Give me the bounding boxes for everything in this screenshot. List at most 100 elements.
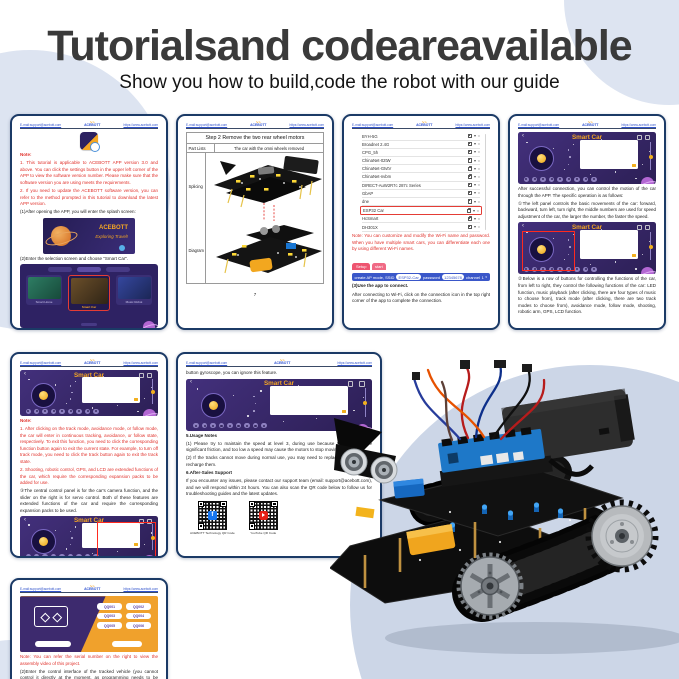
facebook-icon: f bbox=[207, 510, 217, 520]
function-icon bbox=[582, 176, 589, 182]
app-screen-title: Smart Car bbox=[73, 517, 105, 525]
function-icon bbox=[50, 408, 57, 414]
function-icon bbox=[193, 423, 199, 429]
function-icon bbox=[210, 423, 216, 429]
wifi-icon: ▾ bbox=[473, 198, 476, 204]
wifi-icon: ▾ bbox=[473, 157, 476, 163]
step-text: (3)Use the app to connect. bbox=[352, 283, 409, 289]
app-topbar-icon bbox=[147, 518, 153, 525]
note-text: Note: You can refer the serial number on… bbox=[20, 654, 158, 666]
app-screen-title: Smart Car bbox=[73, 371, 105, 379]
servo-slider bbox=[150, 378, 155, 404]
app-selection-screen: Smart Home Smart Car Music Robot bbox=[20, 264, 158, 328]
star-dot bbox=[75, 380, 77, 382]
wifi-icon: ▾ bbox=[473, 133, 476, 138]
logo-mark-icon: ∿∿ bbox=[89, 584, 95, 588]
function-icon bbox=[532, 266, 538, 272]
function-icon bbox=[565, 176, 572, 182]
app-screen-title: Smart Car bbox=[571, 133, 603, 141]
function-icon bbox=[523, 176, 529, 182]
joystick-control bbox=[31, 528, 57, 554]
logo-mark-icon: ∿∿ bbox=[89, 358, 95, 362]
wifi-network-row: Broadnet 2.4G▾○ bbox=[362, 141, 480, 149]
back-icon: ‹ bbox=[24, 370, 26, 377]
email-link: E-mail:support@acebott.com bbox=[518, 123, 560, 128]
app-topbar-icon bbox=[138, 372, 145, 379]
video-code: QQ001 bbox=[97, 603, 122, 610]
star-dot bbox=[526, 231, 528, 234]
wire-connectors bbox=[412, 360, 532, 380]
radio-icon: ○ bbox=[477, 165, 480, 171]
star-dot bbox=[563, 258, 565, 261]
function-icon-row bbox=[523, 176, 597, 182]
tab-pill bbox=[106, 267, 130, 273]
selection-cards: Smart Home Smart Car Music Robot bbox=[20, 275, 158, 312]
wifi-icon: ▾ bbox=[473, 165, 476, 171]
function-icon bbox=[34, 408, 40, 414]
star-dot bbox=[316, 417, 318, 420]
selection-tabs bbox=[20, 267, 158, 273]
function-icon bbox=[227, 423, 233, 429]
function-icon bbox=[93, 554, 99, 556]
headline: Tutorialsand codeareavailable bbox=[47, 22, 632, 70]
note-heading: Note: bbox=[20, 418, 32, 424]
function-icon bbox=[565, 266, 572, 272]
joystick-control bbox=[200, 392, 226, 418]
email-link: E-mail:support@acebott.com bbox=[20, 361, 62, 366]
wifi-network-row: CPG_5h▾○ bbox=[362, 149, 480, 157]
wifi-network-row: ChinaNet-02tW▾○ bbox=[362, 157, 480, 166]
servo bbox=[393, 478, 425, 499]
acebott-logo: ∿∿ACEBOTT bbox=[274, 358, 291, 365]
star-dot bbox=[91, 407, 94, 409]
controller-board bbox=[438, 427, 553, 487]
website-link: https://www.acebott.com bbox=[123, 587, 158, 592]
star-dot bbox=[144, 398, 146, 400]
smart-car-app-screenshot-right-highlight: ‹Smart Car bbox=[20, 516, 158, 556]
qr-finder-icon bbox=[197, 523, 205, 530]
wifi-note: Note: You can customize and modify the W… bbox=[352, 233, 490, 252]
wifi-network-row-esp32-highlighted: ESP32 Car▾○ bbox=[360, 206, 482, 216]
star-dot bbox=[589, 264, 592, 266]
facebook-qr: f ACEBOTT Technology QR Code bbox=[190, 500, 235, 535]
wifi-icon: ▾ bbox=[473, 149, 476, 155]
wifi-network-list: BYH-5G▾○ Broadnet 2.4G▾○ CPG_5h▾○ ChinaN… bbox=[360, 132, 486, 232]
star-dot bbox=[28, 524, 30, 526]
yellow-bracket bbox=[355, 506, 375, 519]
ssid-value: ESP32-Car bbox=[396, 274, 422, 280]
video-code: QQ006 bbox=[126, 622, 151, 629]
tab-pill-active bbox=[77, 267, 101, 273]
acebott-logo: ∿∿ACEBOTT bbox=[84, 120, 101, 127]
function-icon bbox=[557, 266, 563, 272]
step-text: (2)Enter the selection screen and choose… bbox=[20, 255, 129, 261]
logo-mark-icon: ∿∿ bbox=[255, 120, 261, 124]
tutorial-page-wifi: E-mail:support@acebott.com ∿∿ACEBOTT htt… bbox=[342, 114, 500, 330]
moon-icon bbox=[119, 244, 125, 251]
wifi-network-row: dne▾○ bbox=[362, 198, 480, 207]
jumper-wires bbox=[412, 362, 546, 442]
highlight-box bbox=[97, 521, 156, 556]
function-icon bbox=[201, 423, 208, 429]
speed-dot bbox=[69, 385, 72, 387]
star-dot bbox=[600, 138, 603, 140]
speed-dot bbox=[254, 402, 257, 405]
assembly-table: Step 2 Remove the two rear wheel motors … bbox=[186, 132, 324, 285]
function-icon bbox=[59, 408, 65, 414]
tutorial-page-assembly: E-mail:support@acebott.com ∿∿ACEBOTT htt… bbox=[176, 114, 334, 330]
star-dot bbox=[600, 228, 603, 231]
radio-icon: ○ bbox=[477, 224, 480, 230]
star-dot bbox=[116, 404, 118, 407]
function-icon bbox=[548, 176, 555, 182]
speed-dot bbox=[569, 246, 571, 248]
star-dot bbox=[589, 174, 592, 176]
app-topbar-icon bbox=[645, 134, 651, 141]
function-icon bbox=[540, 266, 546, 272]
wifi-network-row: ChinaNet-GtvtV▾○ bbox=[362, 165, 480, 174]
servo-slider bbox=[648, 141, 653, 171]
star-dot bbox=[28, 378, 30, 380]
page-header: E-mail:support@acebott.com ∿∿ACEBOTT htt… bbox=[352, 121, 490, 130]
star-dot bbox=[144, 543, 146, 546]
front-sprocket-wheel bbox=[456, 552, 524, 620]
function-icon bbox=[574, 176, 580, 182]
radio-icon: ○ bbox=[477, 157, 480, 163]
